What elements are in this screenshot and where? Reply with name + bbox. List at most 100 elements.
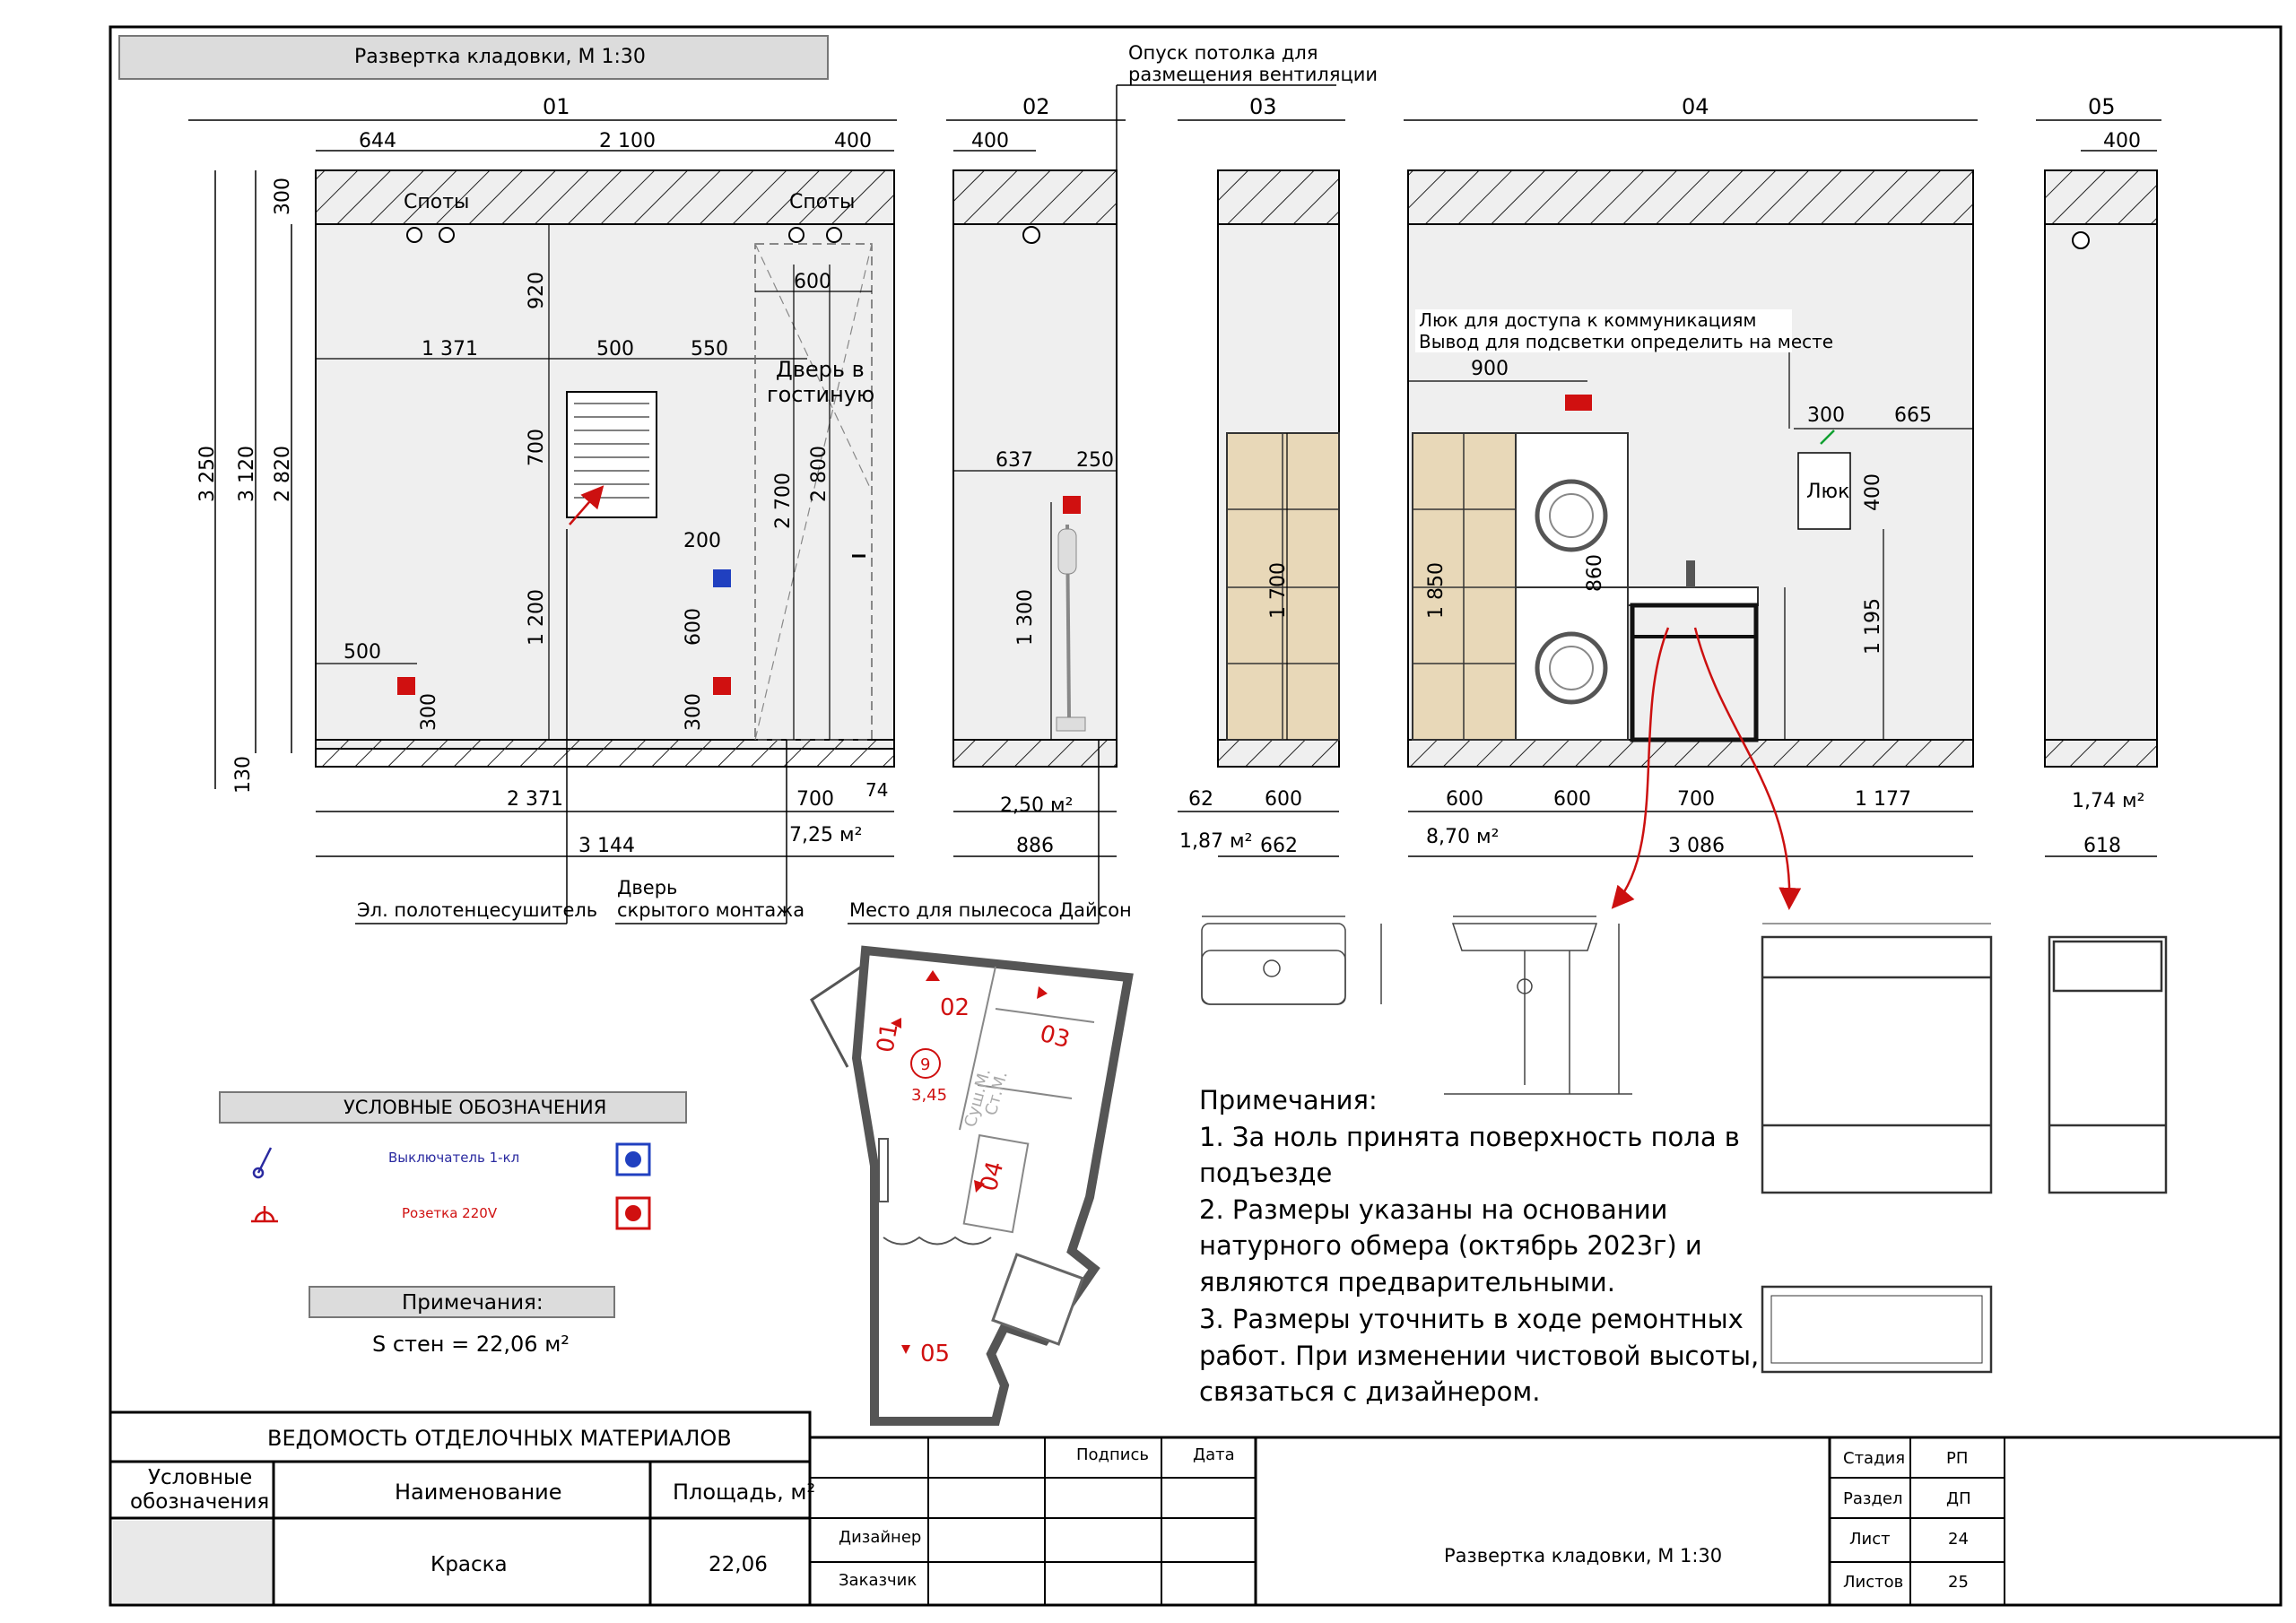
socket-icon — [713, 677, 731, 695]
materials-row-area: 22,06 — [709, 1553, 768, 1576]
stamp-sheets-label: Листов — [1843, 1573, 1903, 1592]
w04-dim-300: 300 — [1807, 404, 1845, 427]
page-title: Развертка кладовки, М 1:30 — [354, 46, 646, 68]
spot-light-icon — [406, 227, 842, 243]
stamp-sheet-label: Лист — [1849, 1530, 1891, 1549]
plan-room-area: 3,45 — [911, 1086, 947, 1105]
wall-03: 03 1 700 62 600 662 1,87 м² — [1178, 94, 1345, 857]
w01-bot-dim-4: 3 144 — [578, 835, 635, 857]
switch-icon — [713, 569, 731, 587]
w01-dim-300b: 300 — [683, 693, 705, 731]
towel-rail-icon — [566, 391, 657, 525]
w04-dim-1195: 1 195 — [1862, 598, 1884, 655]
notes-line-4: натурного обмера (октябрь 2023г) и — [1199, 1230, 1702, 1261]
stamp-sign: Подпись — [1076, 1445, 1149, 1464]
legend-socket-label: Розетка 220V — [402, 1205, 498, 1221]
w01-top-dim-1: 644 — [359, 130, 396, 152]
socket-icon — [397, 677, 415, 695]
w02-top-dim: 400 — [971, 130, 1009, 152]
stand-side-view — [2048, 935, 2168, 1194]
ceiling-callout-1: Опуск потолка для — [1128, 42, 1318, 64]
materials-col3: Площадь, м² — [673, 1480, 815, 1505]
socket-icon — [251, 1206, 278, 1223]
w03-area: 1,87 м² — [1179, 830, 1252, 853]
w05-top-dim: 400 — [2103, 130, 2141, 152]
notes-line-3: 2. Размеры указаны на основании — [1199, 1194, 1667, 1225]
notes-line-7: работ. При изменении чистовой высоты, — [1199, 1341, 1759, 1371]
w01-dim-300a: 300 — [418, 693, 440, 731]
ceiling-callout-2: размещения вентиляции — [1128, 64, 1378, 85]
w04-bot-dim-1: 600 — [1446, 788, 1483, 811]
w01-top-dim-2: 2 100 — [599, 130, 656, 152]
hatch-note-bg — [1415, 309, 1792, 352]
w01-dim-2700: 2 700 — [772, 473, 795, 529]
door-living-label-1: Дверь в — [776, 357, 865, 382]
w01-left-dim-5: 130 — [232, 756, 255, 794]
sink-top-view — [1201, 916, 1382, 1005]
w02-area: 2,50 м² — [1000, 794, 1073, 817]
stamp-sheets: 25 — [1948, 1573, 1969, 1592]
w04-bot-dim-5: 3 086 — [1668, 835, 1725, 857]
w01-dim-200: 200 — [683, 530, 721, 552]
wall-01-ceiling-hatch — [315, 169, 895, 225]
cabinet — [1226, 432, 1340, 741]
w01-left-dim-3: 2 820 — [272, 446, 294, 502]
w01-dim-550: 550 — [691, 338, 728, 360]
w01-dim-500: 500 — [596, 338, 634, 360]
w01-bot-dim-2: 700 — [796, 788, 834, 811]
notes-line-2: подъезде — [1199, 1158, 1332, 1188]
w04-dim-1850: 860 — [1584, 554, 1606, 592]
socket-icon — [1565, 395, 1592, 411]
materials-col1-line1: Условные — [148, 1466, 252, 1489]
w01-dim-1371: 1 371 — [422, 338, 478, 360]
stamp-date: Дата — [1193, 1445, 1235, 1464]
w02-dim-637: 637 — [996, 449, 1033, 472]
stand-front-view — [1761, 923, 1993, 1194]
vacuum-icon — [1056, 524, 1086, 732]
wall-01-floor-hatch — [315, 739, 895, 768]
wall-label-01: 01 — [543, 94, 570, 119]
dyson-callout: Место для пылесоса Дайсон — [849, 899, 1132, 921]
wall-02: 02 400 637 250 1 300 2,50 м² 886 — [848, 84, 1336, 924]
notes-line-6: 3. Размеры уточнить в ходе ремонтных — [1199, 1304, 1744, 1334]
switch-icon — [625, 1151, 641, 1167]
w01-left-dim-2: 3 120 — [236, 446, 258, 502]
spots-label-1: Споты — [404, 191, 469, 213]
w04-dim-665: 665 — [1894, 404, 1932, 427]
w03-bot-dim-2: 600 — [1265, 788, 1302, 811]
stamp-title: Развертка кладовки, М 1:30 — [1444, 1545, 1722, 1567]
wall-label-03: 03 — [1249, 94, 1277, 119]
w01-top-dim-3: 400 — [834, 130, 872, 152]
wall-04: 04 Люк для доступа к коммуникациям Вывод… — [1404, 94, 1978, 910]
materials-row-name: Краска — [430, 1553, 508, 1576]
legend-switch-label: Выключатель 1-кл — [388, 1150, 519, 1166]
wall-label-05: 05 — [2088, 94, 2116, 119]
stamp-client: Заказчик — [839, 1571, 917, 1590]
stamp-stage-label: Стадия — [1843, 1449, 1905, 1468]
floor-plan: 9 3,45 01 02 03 04 05 Суш.М. Ст.М. — [810, 945, 1134, 1426]
w01-bot-dim-1: 2 371 — [507, 788, 563, 811]
wall-05: 05 400 1,74 м² 618 — [2036, 94, 2161, 857]
hidden-door — [754, 243, 873, 741]
w04-bot-dim-2: 600 — [1553, 788, 1591, 811]
stamp-designer: Дизайнер — [839, 1528, 921, 1547]
hatch-box-label: Люк — [1806, 481, 1849, 503]
cabinet — [1412, 432, 1517, 741]
w03-bot-dim-1: 62 — [1188, 788, 1213, 811]
legend-title: УСЛОВНЫЕ ОБОЗНАЧЕНИЯ — [344, 1097, 606, 1118]
sink-stand-icon — [1627, 560, 1759, 742]
socket-icon — [1063, 496, 1081, 514]
access-hatch — [1797, 452, 1851, 530]
stamp-section-label: Раздел — [1843, 1489, 1902, 1508]
plan-label-02: 02 — [940, 994, 970, 1021]
plan-label-05: 05 — [920, 1341, 950, 1367]
legend: УСЛОВНЫЕ ОБОЗНАЧЕНИЯ Выключатель 1-кл Ро… — [219, 1091, 687, 1357]
w05-bot-dim: 618 — [2083, 835, 2121, 857]
w02-dim-1300: 1 300 — [1014, 589, 1037, 646]
door-callout-1: Дверь — [617, 877, 677, 898]
w01-dim-600: 600 — [683, 608, 705, 646]
green-arrow — [1820, 430, 1835, 445]
stamp-sheet: 24 — [1948, 1530, 1969, 1549]
stamp-section: ДП — [1946, 1489, 1971, 1508]
w01-left-dim-1: 3 250 — [196, 446, 219, 502]
